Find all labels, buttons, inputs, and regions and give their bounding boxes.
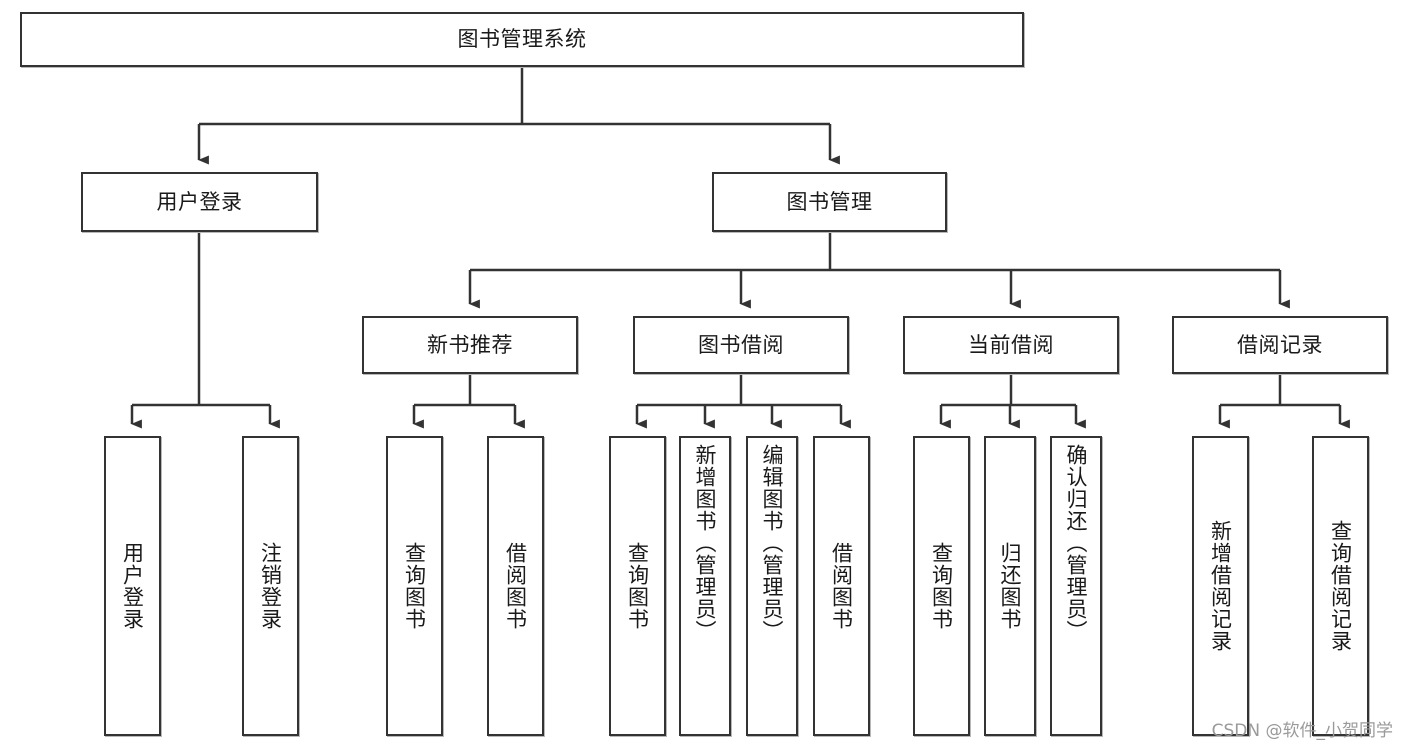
- node-leaf-query-book-2-label: 查询图书: [625, 542, 650, 630]
- node-borrow-record[interactable]: 借阅记录: [1172, 316, 1388, 374]
- node-user-login-label: 用户登录: [156, 189, 243, 214]
- node-book-borrow[interactable]: 图书借阅: [633, 316, 849, 374]
- node-leaf-add-book[interactable]: 新增图书（管理员）: [679, 436, 731, 736]
- node-leaf-user-login[interactable]: 用户登录: [104, 436, 161, 736]
- node-leaf-query-book-3[interactable]: 查询图书: [913, 436, 970, 736]
- node-leaf-confirm-return[interactable]: 确认归还（管理员）: [1050, 436, 1102, 736]
- node-leaf-confirm-return-label: 确认归还（管理员）: [1064, 444, 1089, 642]
- node-leaf-query-book-1[interactable]: 查询图书: [386, 436, 443, 736]
- node-new-book-rec-label: 新书推荐: [427, 332, 513, 357]
- node-leaf-add-book-label: 新增图书（管理员）: [693, 444, 718, 642]
- node-leaf-logout-label: 注销登录: [258, 542, 283, 630]
- node-leaf-query-record[interactable]: 查询借阅记录: [1312, 436, 1369, 736]
- node-leaf-query-record-label: 查询借阅记录: [1328, 520, 1353, 652]
- node-leaf-query-book-2[interactable]: 查询图书: [609, 436, 666, 736]
- node-current-borrow[interactable]: 当前借阅: [903, 316, 1119, 374]
- node-leaf-edit-book-label: 编辑图书（管理员）: [760, 444, 785, 642]
- node-root-label: 图书管理系统: [457, 27, 587, 52]
- node-root[interactable]: 图书管理系统: [20, 12, 1024, 67]
- node-leaf-borrow-book-1-label: 借阅图书: [503, 542, 528, 630]
- node-leaf-borrow-book-2-label: 借阅图书: [829, 542, 854, 630]
- node-current-borrow-label: 当前借阅: [968, 332, 1054, 357]
- node-book-borrow-label: 图书借阅: [698, 332, 784, 357]
- node-leaf-borrow-book-1[interactable]: 借阅图书: [487, 436, 544, 736]
- node-borrow-record-label: 借阅记录: [1237, 332, 1323, 357]
- node-leaf-return-book-label: 归还图书: [998, 542, 1023, 630]
- node-leaf-query-book-1-label: 查询图书: [402, 542, 427, 630]
- node-new-book-rec[interactable]: 新书推荐: [362, 316, 578, 374]
- node-leaf-query-book-3-label: 查询图书: [929, 542, 954, 630]
- node-leaf-borrow-book-2[interactable]: 借阅图书: [813, 436, 870, 736]
- node-leaf-logout[interactable]: 注销登录: [242, 436, 299, 736]
- node-leaf-add-record-label: 新增借阅记录: [1208, 520, 1233, 652]
- node-leaf-add-record[interactable]: 新增借阅记录: [1192, 436, 1249, 736]
- csdn-watermark: CSDN @软件_小贺同学: [1211, 721, 1393, 741]
- node-book-manage[interactable]: 图书管理: [712, 172, 947, 232]
- node-leaf-user-login-label: 用户登录: [120, 542, 145, 630]
- node-book-manage-label: 图书管理: [786, 189, 873, 214]
- node-leaf-return-book[interactable]: 归还图书: [984, 436, 1036, 736]
- node-user-login[interactable]: 用户登录: [81, 172, 318, 232]
- node-leaf-edit-book[interactable]: 编辑图书（管理员）: [746, 436, 798, 736]
